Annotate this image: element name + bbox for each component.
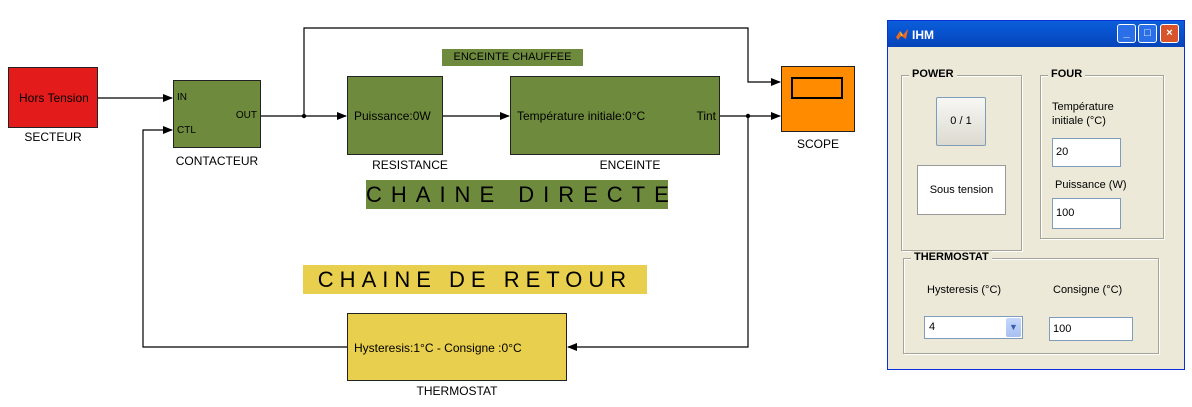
temperature-label-line1: Température [1052, 101, 1114, 113]
thermostat-block[interactable]: Hysteresis:1°C - Consigne :0°C [347, 313, 567, 381]
consigne-label: Consigne (°C) [1053, 284, 1123, 296]
temperature-label: Température initiale (°C) [1052, 100, 1114, 128]
thermostat-params: Hysteresis:1°C - Consigne :0°C [354, 341, 522, 355]
enceinte-caption: ENCEINTE [599, 158, 661, 172]
chaine-directe-label: CHAINE DIRECTE [366, 180, 678, 209]
wire-tint-thermostat [567, 116, 749, 351]
chevron-down-icon[interactable]: ▼ [1006, 318, 1021, 337]
contacteur-caption: CONTACTEUR [175, 154, 259, 168]
junction-dot [301, 113, 307, 119]
power-group: POWER 0 / 1 Sous tension [901, 68, 1022, 251]
temperature-input[interactable]: 20 [1052, 138, 1121, 167]
junction-dot [745, 113, 751, 119]
contacteur-port-ctl: CTL [177, 125, 196, 136]
ihm-title: IHM [912, 28, 934, 42]
power-group-title: POWER [909, 68, 957, 80]
ihm-client-area: POWER 0 / 1 Sous tension FOUR Températur… [888, 47, 1184, 369]
ihm-window: IHM _ □ × POWER 0 / 1 Sous tension FOUR … [887, 20, 1185, 370]
hysteresis-label: Hysteresis (°C) [927, 284, 1002, 296]
thermostat-group: THERMOSTAT Hysteresis (°C) Consigne (°C)… [903, 251, 1159, 354]
thermostat-caption: THERMOSTAT [416, 384, 498, 398]
ihm-titlebar[interactable]: IHM _ □ × [888, 21, 1184, 47]
thermostat-group-title: THERMOSTAT [911, 251, 992, 263]
resistance-power: Puissance:0W [354, 109, 431, 123]
scope-caption: SCOPE [796, 137, 839, 151]
close-button[interactable]: × [1160, 24, 1179, 43]
maximize-button[interactable]: □ [1138, 24, 1157, 43]
puissance-input[interactable]: 100 [1052, 198, 1121, 229]
enceinte-initial-temp: Température initiale:0°C [517, 109, 646, 123]
wire-out-scope [303, 27, 781, 116]
resistance-block[interactable]: Puissance:0W [347, 76, 443, 155]
scope-block[interactable] [781, 66, 855, 132]
hysteresis-selected-value: 4 [929, 321, 936, 333]
power-status: Sous tension [917, 165, 1006, 215]
enceinte-chauffee-label: ENCEINTE CHAUFFEE [442, 49, 583, 66]
four-group: FOUR Température initiale (°C) 20 Puissa… [1040, 68, 1164, 239]
secteur-caption: SECTEUR [24, 130, 82, 144]
four-group-title: FOUR [1048, 68, 1086, 80]
matlab-icon [896, 29, 908, 40]
wire-thermostat-ctl [142, 126, 347, 348]
block-diagram [98, 27, 781, 351]
hysteresis-select[interactable]: 4 ▼ [924, 316, 1023, 339]
scope-screen-icon [791, 77, 843, 99]
chaine-retour-label: CHAINE DE RETOUR [303, 265, 647, 294]
secteur-block[interactable]: Hors Tension [8, 67, 98, 128]
puissance-label: Puissance (W) [1055, 179, 1127, 191]
enceinte-port-tint: Tint [696, 109, 716, 123]
consigne-input[interactable]: 100 [1049, 317, 1133, 341]
resistance-caption: RESISTANCE [372, 158, 448, 172]
contacteur-port-out: OUT [235, 110, 257, 121]
minimize-button[interactable]: _ [1117, 24, 1136, 43]
contacteur-block[interactable]: IN CTL OUT [173, 80, 261, 148]
enceinte-block[interactable]: Température initiale:0°C Tint [510, 76, 720, 155]
temperature-label-line2: initiale (°C) [1052, 115, 1106, 127]
power-toggle-button[interactable]: 0 / 1 [936, 97, 986, 146]
contacteur-port-in: IN [177, 92, 187, 103]
secteur-state: Hors Tension [19, 91, 89, 105]
